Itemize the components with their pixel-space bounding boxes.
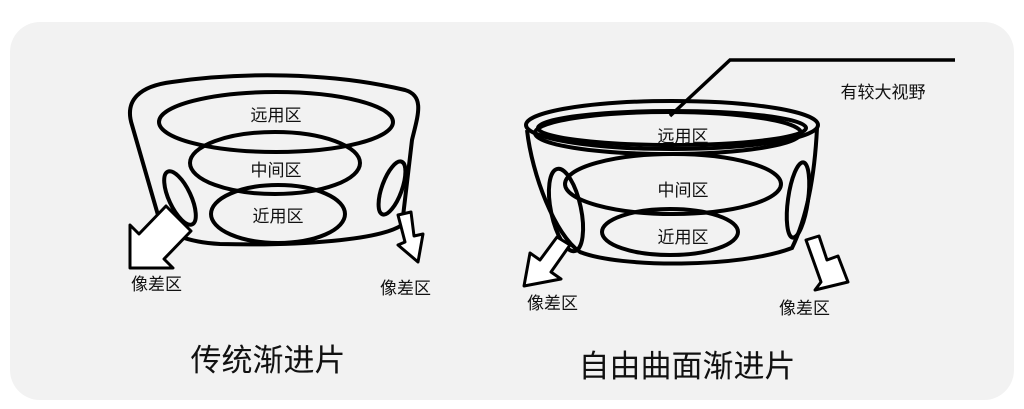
traditional-right-arrow bbox=[396, 210, 425, 264]
freeform-lens-caption: 自由曲面渐进片 bbox=[579, 349, 796, 385]
freeform-lens bbox=[524, 99, 820, 266]
freeform-pointer-line bbox=[668, 58, 955, 118]
freeform-left-arrow bbox=[522, 235, 572, 288]
traditional-lens-caption: 传统渐进片 bbox=[191, 343, 346, 379]
wide-view-note: 有较大视野 bbox=[841, 83, 926, 103]
freeform-far-zone-label: 远用区 bbox=[658, 127, 709, 147]
traditional-middle-zone-label: 中间区 bbox=[251, 161, 302, 181]
freeform-near-zone-label: 近用区 bbox=[658, 228, 709, 248]
freeform-right-distortion-label: 像差区 bbox=[779, 299, 830, 319]
right-distortion-ellipse bbox=[376, 159, 408, 217]
freeform-left-distortion-label: 像差区 bbox=[527, 294, 578, 314]
far-zone-ellipse bbox=[157, 90, 395, 154]
left-distortion-ellipse bbox=[546, 166, 586, 254]
middle-zone-ellipse bbox=[563, 152, 783, 216]
freeform-lens-rim bbox=[524, 99, 820, 151]
traditional-left-distortion-label: 像差区 bbox=[131, 275, 182, 295]
near-zone-ellipse bbox=[600, 207, 740, 257]
diagram-background bbox=[10, 22, 1014, 400]
middle-zone-ellipse bbox=[188, 130, 362, 196]
traditional-lens-outline bbox=[128, 73, 421, 247]
freeform-middle-zone-label: 中间区 bbox=[658, 181, 709, 201]
traditional-near-zone-label: 近用区 bbox=[253, 207, 304, 227]
left-distortion-ellipse bbox=[162, 169, 198, 227]
near-zone-ellipse bbox=[209, 183, 347, 245]
traditional-lens bbox=[128, 73, 421, 247]
freeform-right-arrow bbox=[804, 234, 850, 292]
traditional-far-zone-label: 远用区 bbox=[251, 106, 302, 126]
traditional-left-arrow bbox=[128, 204, 193, 270]
traditional-right-distortion-label: 像差区 bbox=[380, 279, 431, 299]
right-distortion-ellipse bbox=[784, 160, 812, 240]
